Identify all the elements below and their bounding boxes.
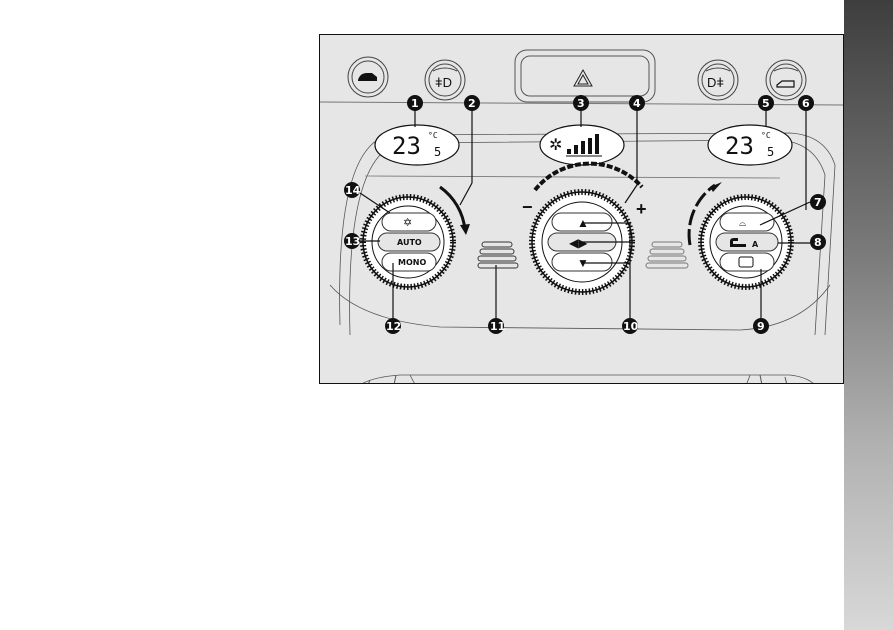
right-temp-display: 23 °C 5 xyxy=(707,124,793,166)
left-vent-grille xyxy=(477,241,519,269)
svg-text:14: 14 xyxy=(345,184,361,197)
callout-14: 14 xyxy=(344,182,361,198)
svg-text:°C: °C xyxy=(428,131,438,140)
svg-text:5: 5 xyxy=(762,97,770,110)
svg-text:A: A xyxy=(752,240,759,249)
air-down-button[interactable] xyxy=(551,252,613,272)
minus-sign: − xyxy=(522,197,533,217)
leader-lines xyxy=(359,109,811,318)
svg-text:1: 1 xyxy=(411,97,419,110)
recirculation-icon xyxy=(730,238,746,247)
callout-1: 1 xyxy=(407,95,423,111)
callout-8: 8 xyxy=(810,234,826,250)
callout-3: 3 xyxy=(573,95,589,111)
callout-7: 7 xyxy=(810,194,826,210)
callout-9: 9 xyxy=(753,318,769,334)
callout-12: 12 xyxy=(385,318,401,334)
windscreen-defrost-button[interactable] xyxy=(719,212,775,232)
front-fog-light-icon: ǂD xyxy=(435,75,452,90)
svg-text:11: 11 xyxy=(490,320,505,333)
svg-text:10: 10 xyxy=(623,320,639,333)
compressor-icon: ✡ xyxy=(403,217,412,229)
rear-fog-light-icon: Dǂ xyxy=(707,75,724,90)
callout-10: 10 xyxy=(622,318,639,334)
mono-button[interactable] xyxy=(381,252,437,272)
windscreen-defrost-icon: ⌓ xyxy=(739,218,746,228)
fan-icon: ✲ xyxy=(549,137,562,154)
climate-panel-figure: ǂD Dǂ 23 °C 5 ✲ 23 °C 5 xyxy=(319,34,844,384)
air-up-button[interactable] xyxy=(551,212,613,232)
svg-text:23: 23 xyxy=(392,132,421,160)
rear-fog-button[interactable]: Dǂ xyxy=(697,59,739,101)
rear-defrost-button[interactable] xyxy=(719,252,775,272)
callout-11: 11 xyxy=(488,318,505,334)
svg-text:4: 4 xyxy=(633,97,641,110)
page-edge-tab xyxy=(844,0,893,630)
hazard-triangle-icon xyxy=(573,68,593,87)
svg-text:5: 5 xyxy=(767,145,774,159)
svg-text:23: 23 xyxy=(725,132,754,160)
svg-text:AUTO: AUTO xyxy=(397,238,422,247)
hazard-button[interactable] xyxy=(514,49,656,103)
door-lock-button[interactable] xyxy=(765,59,807,101)
door-lock-icon xyxy=(776,80,795,88)
fan-speed-display: ✲ xyxy=(539,124,625,166)
svg-text:6: 6 xyxy=(802,97,810,110)
recirculation-button[interactable] xyxy=(715,232,779,252)
svg-text:3: 3 xyxy=(577,97,585,110)
trunk-button[interactable] xyxy=(347,56,389,98)
front-fog-button[interactable]: ǂD xyxy=(424,59,466,101)
center-fan-knob[interactable]: − + ▲ ◀▶ ▼ xyxy=(522,161,647,295)
compressor-button[interactable] xyxy=(381,212,437,232)
auto-button[interactable] xyxy=(377,232,441,252)
svg-text:9: 9 xyxy=(757,320,765,333)
callout-6: 6 xyxy=(798,95,814,111)
plus-sign: + xyxy=(636,199,647,219)
svg-text:12: 12 xyxy=(386,320,401,333)
svg-text:2: 2 xyxy=(468,97,476,110)
rear-window-defrost-icon xyxy=(738,256,754,268)
arrows-left-right-icon: ◀▶ xyxy=(569,236,588,250)
right-temperature-knob[interactable]: ⌓ A xyxy=(687,182,794,290)
left-temp-display: 23 °C 5 xyxy=(374,124,460,166)
callout-13: 13 xyxy=(344,233,360,249)
callout-5: 5 xyxy=(758,95,774,111)
svg-text:MONO: MONO xyxy=(398,258,426,267)
callout-4: 4 xyxy=(629,95,645,111)
svg-text:5: 5 xyxy=(434,145,441,159)
left-temperature-knob[interactable]: ✡ AUTO MONO xyxy=(360,185,470,290)
svg-text:°C: °C xyxy=(761,131,771,140)
right-vent-grille xyxy=(645,241,689,269)
svg-text:7: 7 xyxy=(814,196,822,209)
callout-2: 2 xyxy=(464,95,480,111)
svg-text:8: 8 xyxy=(814,236,822,249)
car-boot-icon xyxy=(358,73,377,81)
svg-text:13: 13 xyxy=(345,235,360,248)
